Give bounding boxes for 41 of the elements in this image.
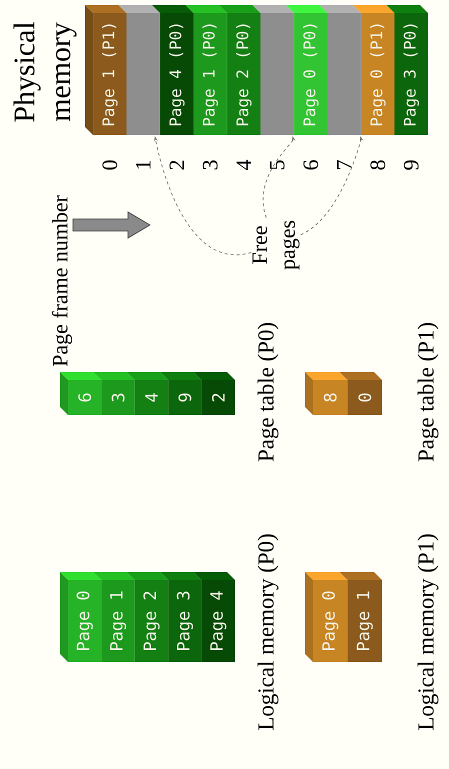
frame-number: 5 (270, 160, 284, 170)
empty-frame-cell (118, 5, 160, 135)
page-table-cell: 2 (194, 372, 235, 415)
frame-number: 6 (303, 160, 318, 170)
memory-cell: Page 1 (P0) (186, 5, 227, 135)
memory-cell: Page 4 (P0) (152, 5, 194, 135)
page-table-cell: 8 (305, 372, 348, 415)
memory-cell: Page 2 (P0) (219, 5, 261, 135)
empty-frame-cell (320, 5, 361, 135)
caption-label: Logical memory (P1) (418, 534, 438, 730)
page-table-cell: 9 (160, 372, 202, 415)
memory-cell: Page 1 (340, 572, 382, 662)
page-table-cell: 4 (126, 372, 168, 415)
page-table-cell: 6 (60, 372, 102, 415)
caption-label: Page table (P1) (418, 323, 438, 462)
memory-cell: Page 0 (60, 572, 102, 662)
free-pages-label: Free pages (252, 220, 300, 270)
frame-number: 0 (102, 160, 118, 170)
caption-label: Page table (P0) (258, 323, 278, 462)
frame-number: 7 (337, 160, 352, 170)
page-table-cell: 3 (93, 372, 135, 415)
frame-number: 3 (202, 160, 218, 170)
frame-number: 4 (236, 160, 252, 170)
caption-label: Logical memory (P0) (258, 534, 278, 730)
frame-number: 9 (404, 160, 419, 170)
memory-cell: Page 1 (93, 572, 135, 662)
memory-cell: Page 2 (126, 572, 168, 662)
memory-cell: Page 0 (P0) (286, 5, 328, 135)
memory-cell: Page 4 (194, 572, 235, 662)
memory-cell: Page 0 (305, 572, 348, 662)
memory-cell: Page 1 (P1) (85, 5, 127, 135)
memory-cell: Page 0 (P1) (353, 5, 395, 135)
frame-number: 8 (370, 160, 386, 170)
memory-cell: Page 3 (160, 572, 202, 662)
heading: Physical memory (13, 22, 77, 122)
page-table-cell: 0 (340, 372, 382, 415)
memory-cell: Page 3 (P0) (386, 5, 428, 135)
frame-number: 2 (170, 160, 184, 170)
frame-number: 1 (136, 160, 150, 169)
axis-label: Page frame number (52, 195, 72, 366)
empty-frame-cell (252, 5, 294, 135)
